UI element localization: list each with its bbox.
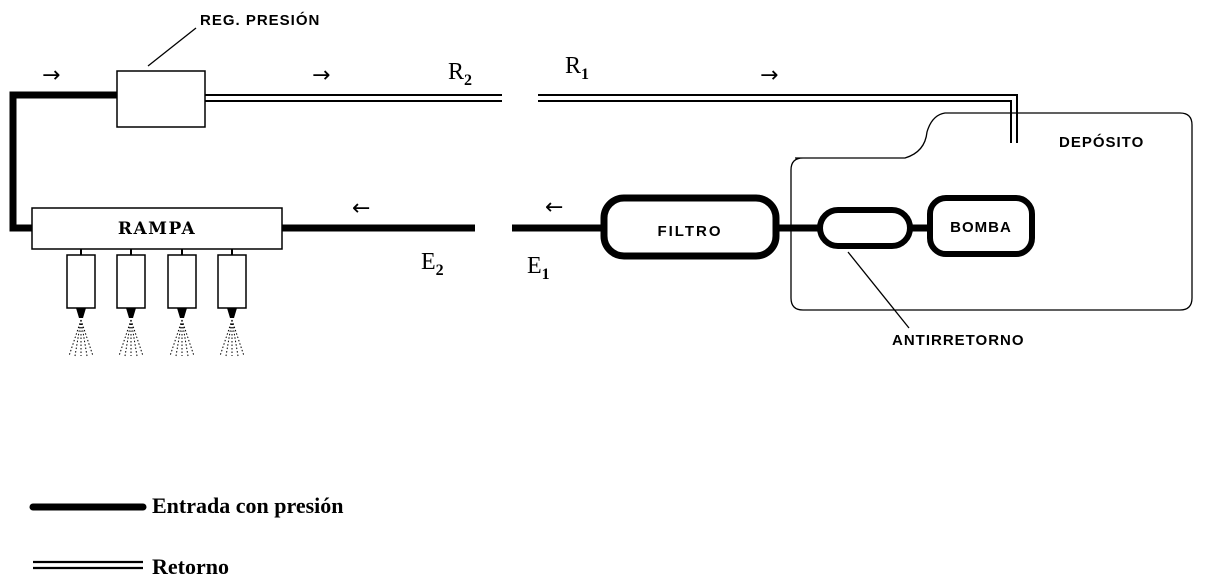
reg-presion-label: REG. PRESIÓN [200, 11, 320, 29]
filtro-label: FILTRO [657, 223, 722, 240]
label-r2: R2 [448, 59, 472, 89]
label-e1-main: E [527, 253, 542, 279]
flow-arrow-right: → [760, 63, 778, 88]
rampa-label: RAMPA [118, 219, 196, 239]
flow-arrow-right: → [42, 63, 60, 88]
reg-presion-leader [147, 27, 197, 67]
label-e2-sub: 2 [436, 262, 444, 279]
rampa-box [31, 207, 283, 250]
return-line-r2 [205, 94, 502, 102]
filtro-box [600, 194, 780, 260]
antirretorno-valve [817, 207, 913, 249]
injector [167, 249, 197, 357]
flow-arrow-left: ← [352, 196, 370, 221]
label-e1: E1 [527, 253, 550, 283]
antirretorno-leader [847, 251, 910, 329]
label-r1-sub: 1 [581, 66, 589, 83]
legend-return-swatch [33, 560, 143, 570]
legend-return-label: Retorno [152, 554, 229, 579]
label-r2-main: R [448, 59, 464, 85]
label-e1-sub: 1 [542, 266, 550, 283]
injector [217, 249, 247, 357]
deposito-label: DEPÓSITO [1059, 133, 1144, 151]
pressure-line-loop [9, 91, 117, 232]
flow-arrow-right: → [312, 63, 330, 88]
label-e2: E2 [421, 249, 444, 279]
flow-arrow-left: ← [545, 195, 563, 220]
reg-presion-box [116, 70, 206, 128]
label-r2-sub: 2 [464, 72, 472, 89]
deposito-outline [790, 112, 1193, 311]
label-r1-main: R [565, 53, 581, 79]
injector [116, 249, 146, 357]
label-r1: R1 [565, 53, 589, 83]
injector [66, 249, 96, 357]
bomba-box [927, 195, 1035, 257]
label-e2-main: E [421, 249, 436, 275]
bomba-label: BOMBA [950, 219, 1012, 236]
return-line-r1 [538, 94, 1018, 143]
antirretorno-label: ANTIRRETORNO [892, 332, 1025, 349]
legend-pressure-label: Entrada con presión [152, 493, 344, 518]
